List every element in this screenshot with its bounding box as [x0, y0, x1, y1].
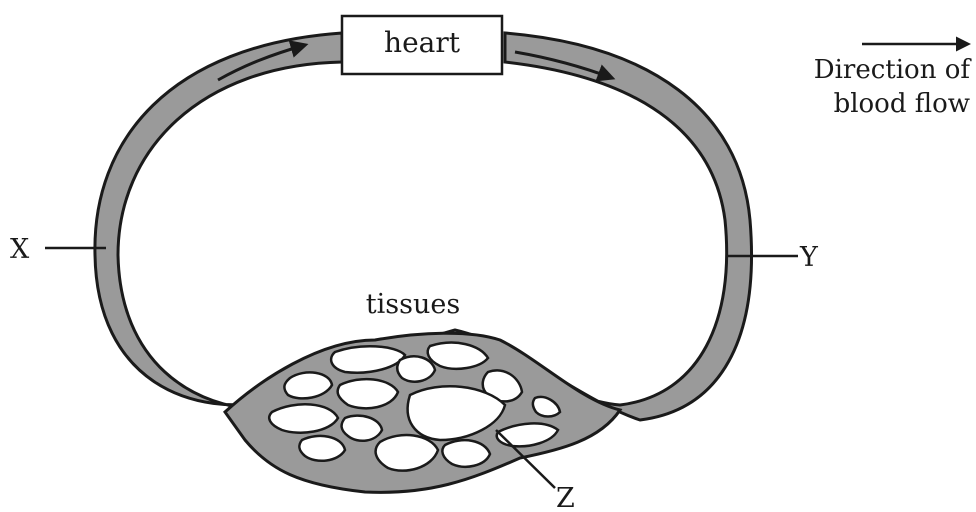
label-x: X	[10, 234, 30, 265]
heart-label: heart	[384, 26, 461, 59]
label-z: Z	[556, 483, 575, 512]
legend-text-line2: blood flow	[834, 89, 970, 119]
tissues-label: tissues	[366, 289, 460, 320]
legend-text-line1: Direction of	[814, 55, 973, 85]
label-y: Y	[799, 242, 819, 273]
